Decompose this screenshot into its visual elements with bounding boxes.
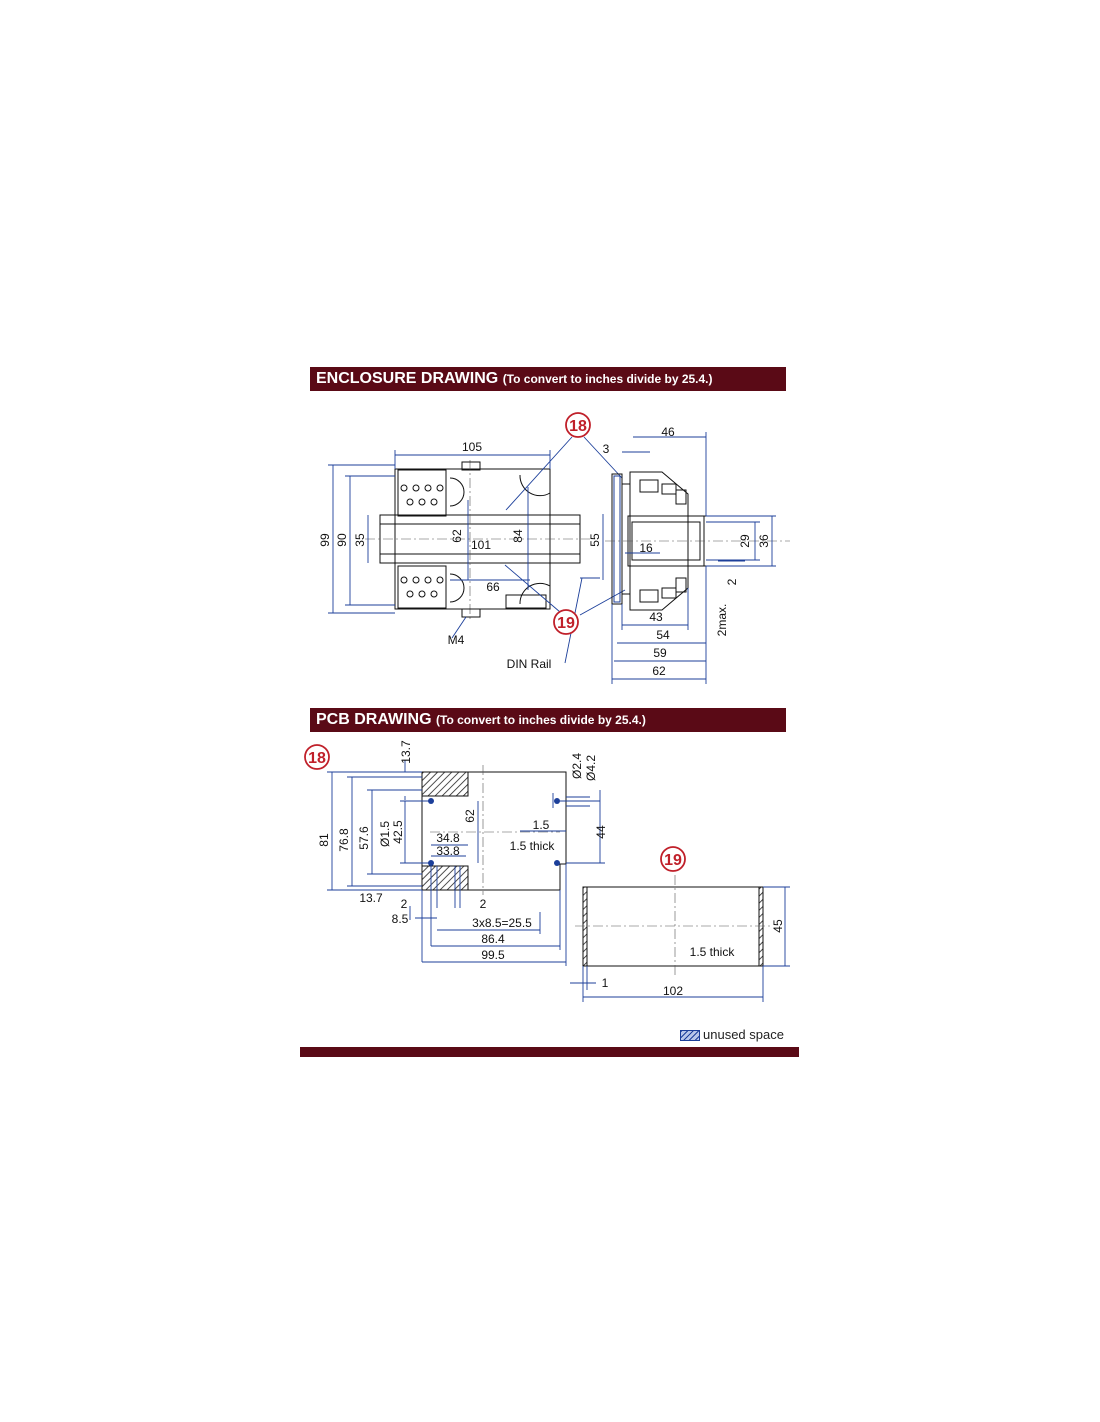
dim-57-6: 57.6 (357, 826, 371, 850)
dim-8-5: 8.5 (392, 912, 409, 926)
dim-90: 90 (335, 533, 349, 547)
dim-2: 2 (725, 578, 739, 585)
label-1-5-thick-a: 1.5 thick (510, 839, 556, 853)
dim-2b: 2 (480, 897, 487, 911)
dim-101: 101 (471, 538, 491, 552)
dim-3: 3 (603, 442, 610, 456)
label-m4: M4 (448, 633, 465, 647)
dim-36: 36 (757, 534, 771, 548)
dim-13-7: 13.7 (359, 891, 383, 905)
dim-99: 99 (318, 533, 332, 547)
enclosure-front-view (328, 436, 626, 664)
pcb-note: (To convert to inches divide by 25.4.) (436, 713, 646, 727)
pcb-19-outline (570, 875, 790, 1002)
dim-34-8: 34.8 (436, 831, 460, 845)
enclosure-title: ENCLOSURE DRAWING (316, 370, 499, 387)
pcb-19-dimensions: 45 1.5 thick 1 102 (602, 919, 785, 998)
pcb-18-outline (327, 760, 605, 966)
svg-text:18: 18 (569, 418, 587, 435)
dim-44: 44 (594, 825, 608, 839)
dim-dia-1-5: Ø1.5 (378, 821, 392, 847)
dim-46: 46 (661, 425, 675, 439)
dim-1: 1 (602, 976, 609, 990)
dim-35: 35 (353, 533, 367, 547)
dim-13-7-top: 13.7 (399, 740, 413, 764)
dim-dia-4-2: Ø4.2 (584, 755, 598, 781)
pcb-title: PCB DRAWING (316, 711, 432, 728)
dim-99-5: 99.5 (481, 948, 505, 962)
legend: unused space (680, 1027, 784, 1043)
callout-19-pcb: 19 (660, 846, 686, 872)
dim-29: 29 (738, 534, 752, 548)
callout-18-enclosure: 18 (565, 412, 591, 438)
dim-3x8-5: 3x8.5=25.5 (472, 916, 532, 930)
dim-2a: 2 (401, 897, 408, 911)
pcb-18-dimensions: 13.7 81 76.8 57.6 Ø1.5 42.5 34.8 33.8 62… (317, 740, 608, 962)
dim-59: 59 (653, 646, 667, 660)
dim-105: 105 (462, 440, 482, 454)
dim-42-5: 42.5 (391, 820, 405, 844)
enclosure-side-view (602, 432, 790, 684)
dim-45: 45 (771, 919, 785, 933)
label-din-rail: DIN Rail (507, 657, 552, 671)
svg-text:18: 18 (308, 750, 326, 767)
enclosure-note: (To convert to inches divide by 25.4.) (502, 372, 713, 386)
dim-33-8: 33.8 (436, 844, 460, 858)
dim-102: 102 (663, 984, 683, 998)
dim-62: 62 (463, 809, 477, 823)
dim-66: 66 (486, 580, 500, 594)
dim-16: 16 (639, 541, 653, 555)
dim-1-5: 1.5 (533, 818, 550, 832)
dim-55: 55 (588, 533, 602, 547)
bottom-bar (300, 1047, 799, 1057)
dim-54: 54 (656, 628, 670, 642)
enclosure-dimensions: 105 99 90 35 62 101 84 66 M4 DIN Rail 46… (318, 425, 771, 678)
dim-dia-2-4: Ø2.4 (570, 753, 584, 779)
enclosure-banner: ENCLOSURE DRAWING (To convert to inches … (310, 367, 786, 391)
svg-text:19: 19 (664, 852, 682, 869)
label-1-5-thick-b: 1.5 thick (690, 945, 736, 959)
dim-86-4: 86.4 (481, 932, 505, 946)
dim-62b: 62 (652, 664, 666, 678)
pcb-banner: PCB DRAWING (To convert to inches divide… (310, 708, 786, 732)
dim-62: 62 (450, 529, 464, 543)
dim-43: 43 (649, 610, 663, 624)
callout-19-enclosure: 19 (553, 609, 579, 635)
dim-84: 84 (511, 529, 525, 543)
dim-81: 81 (317, 833, 331, 847)
callout-18-pcb: 18 (304, 744, 330, 770)
legend-label: unused space (703, 1027, 784, 1042)
svg-text:19: 19 (557, 615, 575, 632)
dim-2max: 2max. (715, 604, 729, 637)
hatch-swatch-icon (680, 1030, 700, 1042)
dim-76-8: 76.8 (337, 828, 351, 852)
